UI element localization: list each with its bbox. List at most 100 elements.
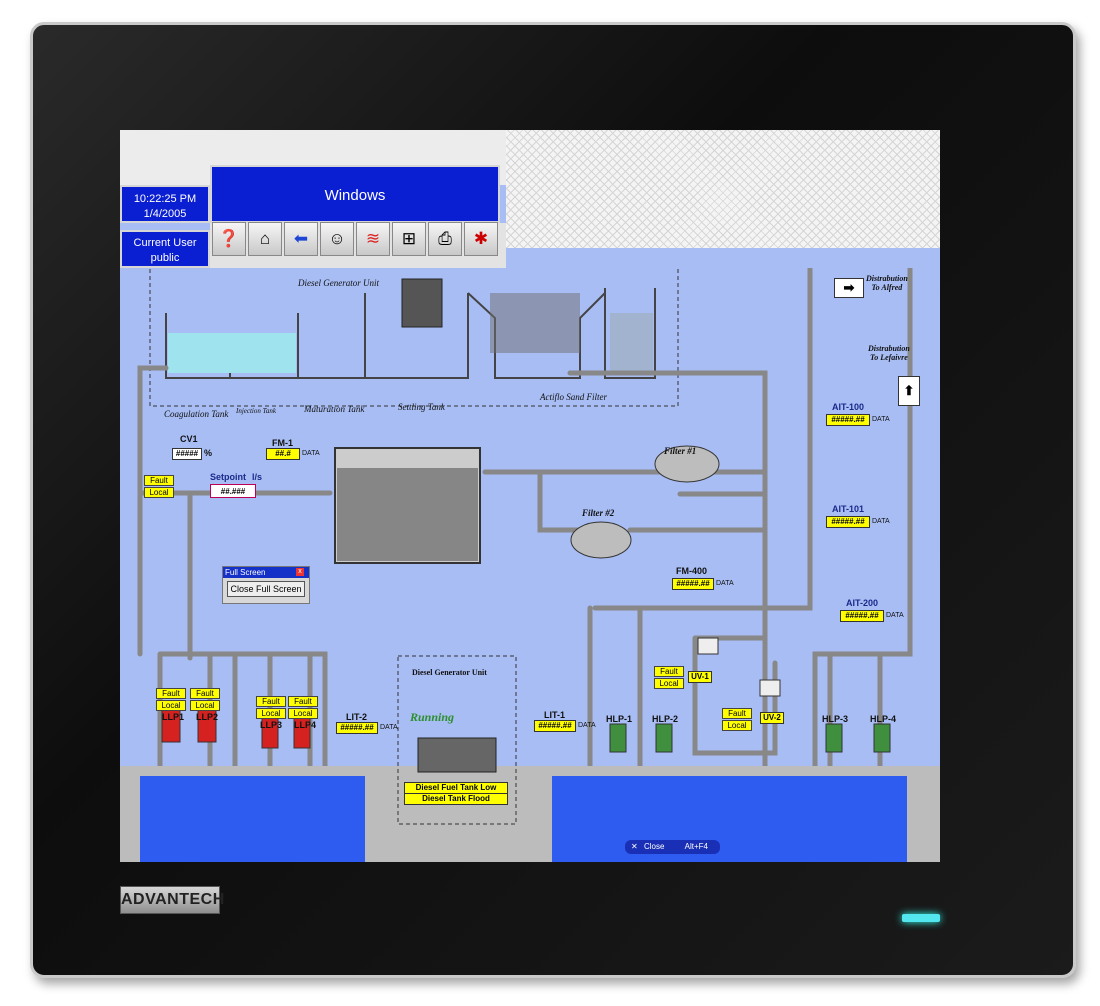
uv1-unit [697,637,719,655]
clock-date: 1/4/2005 [143,208,187,220]
pump-llp1-label: LLP1 [162,712,185,722]
close-full-screen-button[interactable]: Close Full Screen [227,581,305,597]
trend-chart-icon[interactable]: ≋ [356,222,390,256]
network-icon[interactable]: ⊞ [392,222,426,256]
setpoint-input[interactable]: ##.### [210,484,256,498]
ait200-tag: DATA [886,612,904,619]
generator-outline [397,655,517,825]
current-user-name: public [150,252,180,264]
full-screen-dialog: Full Screen Close Full Screen [222,566,310,604]
cv1-value[interactable]: ##### [172,448,202,460]
filter1-vessel [654,445,720,483]
back-arrow-icon[interactable]: ⬅ [284,222,318,256]
stage-injection: Injection Tank [236,407,276,415]
diesel-unit-title: Diesel Generator Unit [298,278,379,288]
lit1-label: LIT-1 [544,710,566,720]
cv1-label: CV1 [180,434,198,444]
pump-llp4-label: LLP4 [294,720,317,730]
fm400-value: #####.## [672,578,714,590]
power-led [902,914,940,922]
dialog-title: Full Screen [223,567,309,578]
uv2-label: UV-2 [760,712,784,724]
upper-tanks [165,288,656,379]
pump-hlp2-label: HLP-2 [652,714,679,724]
fm1-label: FM-1 [272,438,293,448]
close-icon: ✕ [631,842,638,851]
fm400-tag: DATA [716,580,734,587]
current-user-box: Current User public [120,230,210,268]
window-title: Windows [210,165,500,223]
fm400-label: FM-400 [676,566,708,576]
clock-box: 10:22:25 PM 1/4/2005 [120,185,210,223]
printer-icon[interactable]: ⎙ [428,222,462,256]
dist-lefaivre-arrow-icon[interactable]: ⬆ [898,376,920,406]
generator-status: Running [410,710,455,724]
high-wet-well [552,776,907,862]
filter1-label: Filter #1 [664,446,697,456]
operator-icon[interactable]: ☺ [320,222,354,256]
stage-coagulation: Coagulation Tank [164,409,229,419]
ait100-value: #####.## [826,414,870,426]
pump-llp3-label: LLP3 [260,720,283,730]
home-icon[interactable]: ⌂ [248,222,282,256]
filter2-vessel [570,521,632,559]
dialog-close-icon[interactable]: x [296,568,304,576]
filter2-label: Filter #2 [582,508,615,518]
diesel-unit-outline [149,268,679,407]
process-diagram [120,268,940,862]
setpoint-label: Setpoint [210,472,246,482]
lit2-tag: DATA [380,724,398,731]
sand-filter-hatch [490,293,580,353]
clarifier-water [337,468,478,561]
pump-llp2-label: LLP2 [196,712,219,722]
hmi-screen: 10:22:25 PM 1/4/2005 Windows Current Use… [120,130,940,862]
lit2-label: LIT-2 [346,712,368,722]
alarm-tank-flood: Diesel Tank Flood [404,793,508,805]
empty-region [506,130,940,248]
cv1-unit: % [204,448,213,458]
close-taskbar-item[interactable]: ✕ Close Alt+F4 [625,840,720,854]
stage-sand-filter: Actiflo Sand Filter [540,392,607,402]
pump-bodies [161,707,891,753]
ait200-label: AIT-200 [846,598,879,608]
dist-alfred-label: Distrabution To Alfred [866,274,908,292]
uv1-label: UV-1 [688,671,712,683]
ait101-value: #####.## [826,516,870,528]
help-book-icon[interactable]: ❓ [212,222,246,256]
brand-logo: ADVANTECH [120,886,224,914]
alarm-icon[interactable]: ✱ [464,222,498,256]
pump-hlp3-label: HLP-3 [822,714,849,724]
lit1-tag: DATA [578,722,596,729]
lit1-value: #####.## [534,720,576,732]
generator-graphic [417,737,497,773]
low-wet-well [140,776,365,862]
stage-maturation: Maturation Tank [304,404,365,414]
uv2-unit [759,679,781,697]
dist-lefaivre-label: Distrabution To Lefaivre [868,344,910,362]
generator-title: Diesel Generator Unit [412,668,487,677]
pump-hlp1-label: HLP-1 [606,714,633,724]
setpoint-unit: l/s [252,472,263,482]
ait101-tag: DATA [872,518,890,525]
lit2-value: #####.## [336,722,378,734]
pump-hlp4-label: HLP-4 [870,714,897,724]
fm1-tag: DATA [302,450,320,457]
stage-settling: Settling Tank [398,402,445,412]
fm1-value: ##.# [266,448,300,460]
controller-panel [401,278,443,328]
current-user-label: Current User [133,237,197,249]
ait100-tag: DATA [872,416,890,423]
ait200-value: #####.## [840,610,884,622]
ait100-label: AIT-100 [832,402,865,412]
dist-alfred-arrow-icon[interactable]: ➡ [834,278,864,298]
coagulation-water [168,333,296,373]
ait101-label: AIT-101 [832,504,865,514]
sand-filter-media [610,313,653,373]
